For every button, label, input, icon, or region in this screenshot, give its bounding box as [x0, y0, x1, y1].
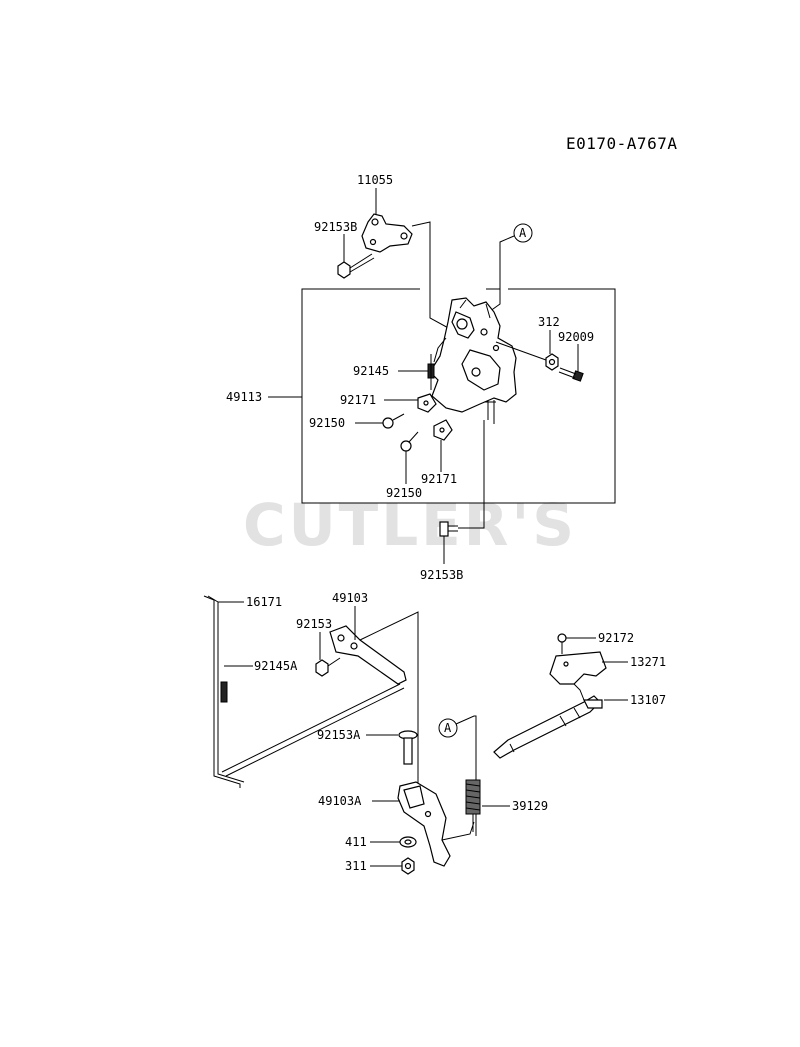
ref-marker-a-top: A — [513, 223, 533, 243]
callout-16171: 16171 — [246, 595, 282, 609]
callout-92171-b: 92171 — [421, 472, 457, 486]
bolt-92153A — [398, 730, 418, 765]
screw-92172 — [557, 633, 567, 654]
assembly-box-49113 — [301, 288, 616, 504]
bracket-11055 — [361, 213, 413, 253]
bolt-92153 — [315, 657, 341, 677]
callout-92150-a: 92150 — [309, 416, 345, 430]
bracket-92171-a — [417, 393, 437, 413]
callout-49103A: 49103A — [318, 794, 362, 808]
callout-13107: 13107 — [630, 693, 666, 707]
callout-92172: 92172 — [598, 631, 634, 645]
callout-92153: 92153 — [296, 617, 332, 631]
nut-311 — [401, 857, 415, 875]
spring-39129 — [465, 779, 481, 832]
callout-49103: 49103 — [332, 591, 368, 605]
callout-311: 311 — [345, 859, 367, 873]
callout-312: 312 — [538, 315, 560, 329]
callout-92153B-top: 92153B — [314, 220, 357, 234]
plate-13271 — [549, 651, 607, 701]
screw-92150-a — [382, 413, 405, 429]
callout-92145: 92145 — [353, 364, 389, 378]
callout-92153A: 92153A — [317, 728, 361, 742]
bracket-92171-b — [433, 419, 453, 441]
svg-text:A: A — [444, 721, 452, 735]
spring-92145 — [427, 354, 435, 390]
ref-marker-a-bottom: A — [438, 718, 458, 738]
callout-13271: 13271 — [630, 655, 666, 669]
nut-312 — [545, 353, 559, 371]
shaft-13107 — [493, 695, 603, 759]
callout-92153B-bottom: 92153B — [420, 568, 463, 582]
lever-49103 — [221, 625, 407, 777]
screw-92009 — [558, 367, 584, 382]
callout-49113: 49113 — [226, 390, 262, 404]
callout-92171-a: 92171 — [340, 393, 376, 407]
rod-16171 — [203, 595, 245, 788]
callout-11055: 11055 — [357, 173, 393, 187]
callout-92150-b: 92150 — [386, 486, 422, 500]
callout-411: 411 — [345, 835, 367, 849]
spring-92145A — [220, 681, 228, 703]
watermark: CUTLER'S — [243, 491, 577, 559]
screw-92150-b — [400, 431, 419, 452]
diagram-code: E0170-A767A — [566, 134, 677, 153]
lever-49103A — [397, 781, 475, 867]
callout-39129: 39129 — [512, 799, 548, 813]
callout-92009: 92009 — [558, 330, 594, 344]
svg-text:A: A — [519, 226, 527, 240]
bolt-92153B-top — [337, 253, 375, 279]
washer-411 — [399, 836, 417, 848]
callout-92145A: 92145A — [254, 659, 298, 673]
control-plate — [429, 297, 517, 424]
